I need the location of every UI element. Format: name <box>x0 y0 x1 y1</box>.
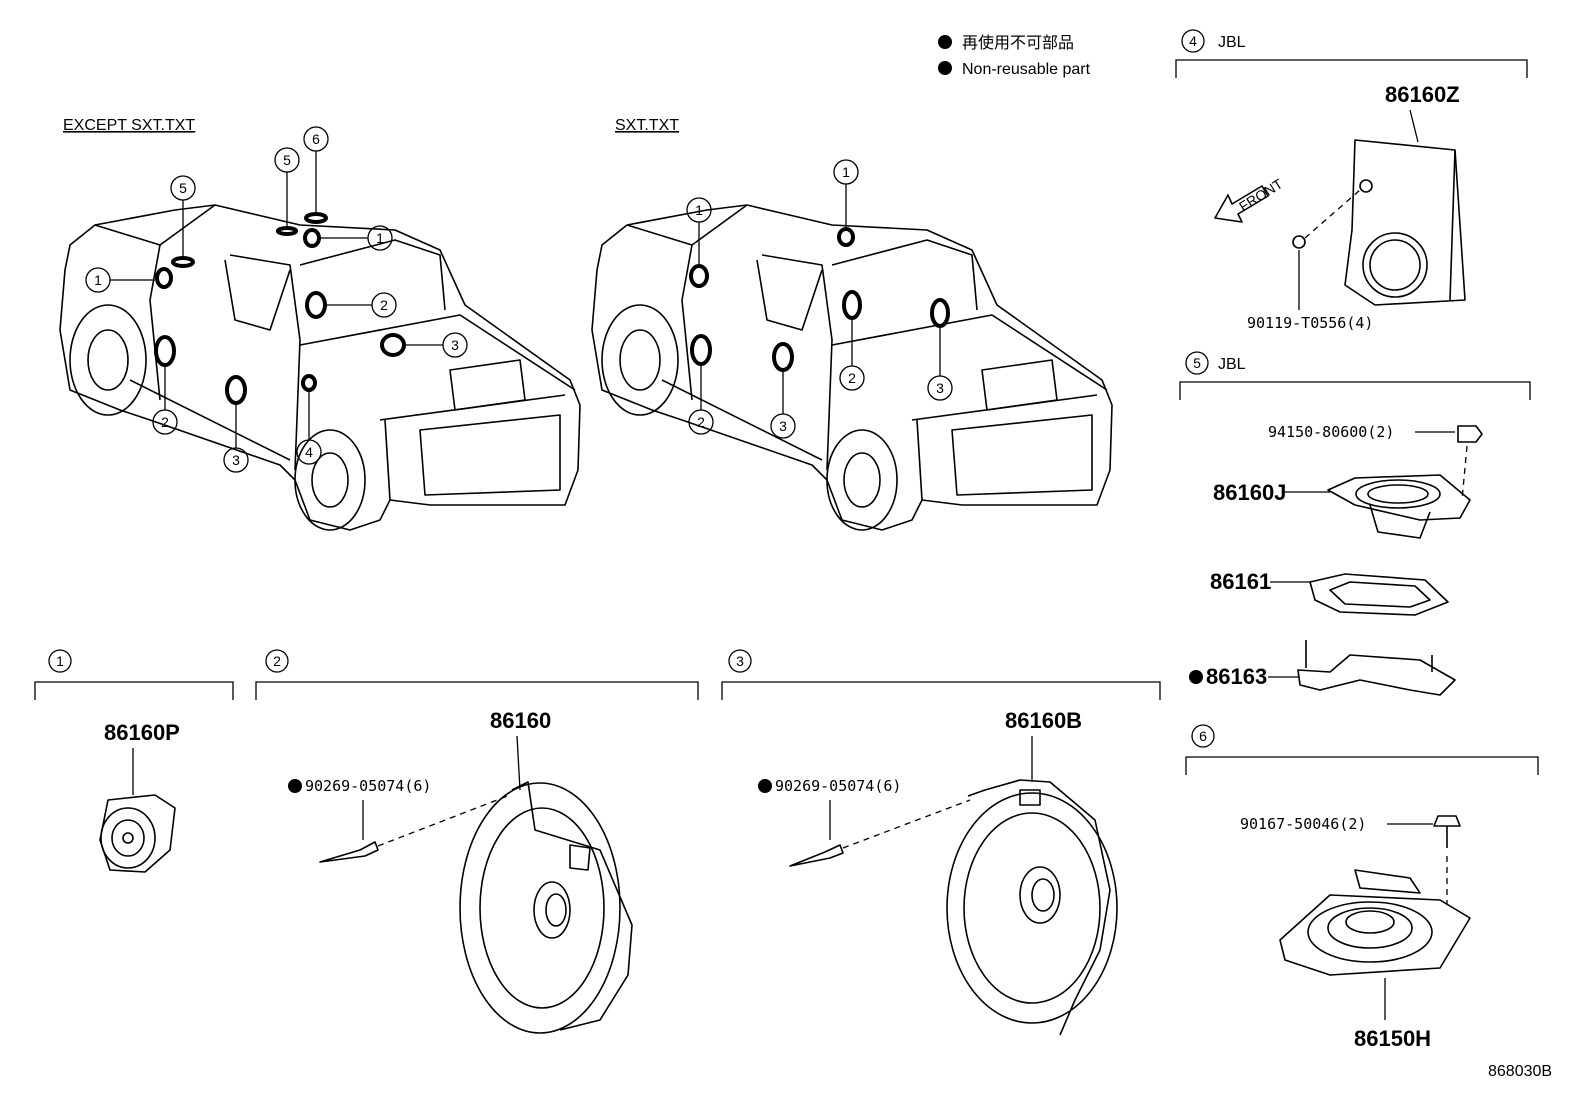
truck-except-sxt-illustration <box>59 204 581 531</box>
legend-jp: 再使用不可部品 <box>962 34 1074 52</box>
non-reusable-dot-icon <box>758 779 772 793</box>
front-direction-label: FRONT <box>1236 175 1286 214</box>
part-90119-T0556: 90119-T0556(4) <box>1247 314 1373 332</box>
part-86150H: 86150H <box>1354 1026 1431 1051</box>
part-90269-05074: 90269-05074(6) <box>775 777 901 795</box>
callout-6: 6 <box>312 131 320 147</box>
callout-5: 5 <box>283 152 291 168</box>
part-86160J: 86160J <box>1213 480 1286 505</box>
non-reusable-dot-icon <box>938 61 952 75</box>
callout-1: 1 <box>695 202 703 218</box>
callout-3: 3 <box>779 418 787 434</box>
legend: 再使用不可部品 Non-reusable part <box>938 34 1091 78</box>
non-reusable-dot-icon <box>1189 670 1203 684</box>
group-4-number: 4 <box>1189 33 1197 49</box>
group-3-number: 3 <box>736 653 744 669</box>
view-label-except-sxt: EXCEPT SXT.TXT <box>63 117 195 134</box>
group-6: 6 90167-50046(2) 86150H <box>1185 724 1539 1051</box>
group-3: 3 86160B 90269-05074(6) <box>721 649 1161 1036</box>
part-86161: 86161 <box>1210 569 1271 594</box>
group-6-number: 6 <box>1199 728 1207 744</box>
callout-2: 2 <box>161 414 169 430</box>
callout-1: 1 <box>842 164 850 180</box>
group-4-title: JBL <box>1218 34 1246 51</box>
legend-en: Non-reusable part <box>962 61 1091 78</box>
callout-3: 3 <box>451 337 459 353</box>
part-86160P: 86160P <box>104 720 180 745</box>
non-reusable-dot-icon <box>288 779 302 793</box>
view-label-sxt: SXT.TXT <box>615 117 679 134</box>
group-5-number: 5 <box>1193 355 1201 371</box>
group-2: 2 86160 90269-05074(6) <box>255 649 699 1034</box>
non-reusable-dot-icon <box>938 35 952 49</box>
group-1: 1 86160P <box>34 649 234 873</box>
part-90167-50046: 90167-50046(2) <box>1240 815 1366 833</box>
truck2-callouts: 1 1 2 3 2 3 <box>686 159 953 439</box>
truck2-speaker-markers <box>689 227 950 372</box>
callout-2: 2 <box>848 370 856 386</box>
part-86163: 86163 <box>1206 664 1267 689</box>
callout-5: 5 <box>179 180 187 196</box>
group-5-title: JBL <box>1218 356 1246 373</box>
part-94150-80600: 94150-80600(2) <box>1268 423 1394 441</box>
group-1-number: 1 <box>56 653 64 669</box>
truck1-speaker-markers <box>154 212 406 405</box>
callout-1: 1 <box>94 272 102 288</box>
callout-3: 3 <box>232 452 240 468</box>
diagram-code: 868030B <box>1488 1063 1552 1080</box>
callout-4: 4 <box>305 444 313 460</box>
part-86160: 86160 <box>490 708 551 733</box>
part-90269-05074: 90269-05074(6) <box>305 777 431 795</box>
callout-2: 2 <box>380 297 388 313</box>
group-2-number: 2 <box>273 653 281 669</box>
group-4-jbl: 4 JBL 86160Z FRONT 90119-T0556(4) <box>1175 29 1528 332</box>
truck-sxt-illustration <box>591 204 1113 531</box>
callout-1: 1 <box>376 230 384 246</box>
part-86160Z: 86160Z <box>1385 82 1460 107</box>
group-5-jbl: 5 JBL 94150-80600(2) 86160J 86161 86163 <box>1179 351 1531 696</box>
part-86160B: 86160B <box>1005 708 1082 733</box>
callout-2: 2 <box>697 414 705 430</box>
truck1-callouts: 1 5 5 6 1 2 2 3 3 4 <box>85 126 468 473</box>
callout-3: 3 <box>936 380 944 396</box>
